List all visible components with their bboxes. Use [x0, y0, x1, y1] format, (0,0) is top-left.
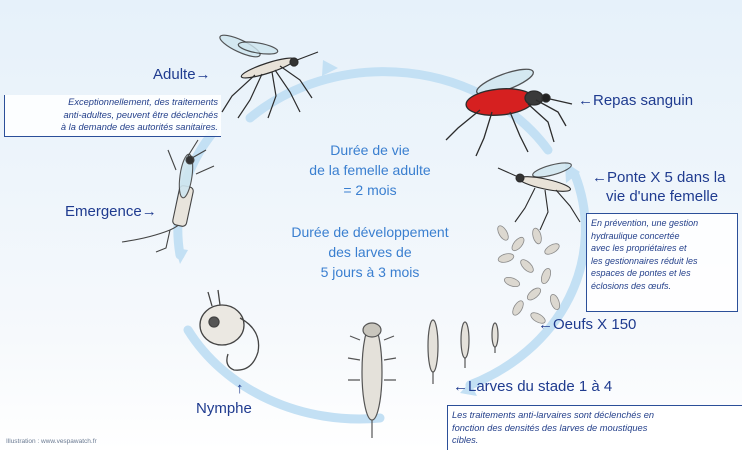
center-line-6: 5 jours à 3 mois: [260, 262, 480, 282]
center-line-3: = 2 mois: [270, 180, 470, 200]
stage-label-adult: Adulte→: [153, 66, 211, 83]
note-laying-line-2: hydraulique concertée: [591, 230, 733, 243]
note-adult-line-3: à la demande des autorités sanitaires.: [8, 121, 218, 134]
stage-label-blood-meal: ←Repas sanguin: [578, 92, 693, 109]
lifespan-text: Durée de vie de la femelle adulte = 2 mo…: [270, 140, 470, 200]
note-adult-treatment: Exceptionnellement, des traitements anti…: [4, 95, 221, 137]
stage-label-larvae: ←Larves du stade 1 à 4: [453, 378, 612, 395]
note-laying-line-1: En prévention, une gestion: [591, 217, 733, 230]
note-larvae-treatment: Les traitements anti-larvaires sont décl…: [447, 405, 742, 450]
note-larvae-line-2: fonction des densités des larves de mous…: [452, 422, 742, 435]
stage-label-emergence: Emergence→: [65, 203, 157, 220]
note-adult-line-2: anti-adultes, peuvent être déclenchés: [8, 109, 218, 122]
note-laying-line-6: éclosions des œufs.: [591, 280, 733, 293]
note-laying-line-4: les gestionnaires réduit les: [591, 255, 733, 268]
illustration-credit: Illustration : www.vespawatch.fr: [6, 438, 97, 445]
stage-label-nymph: Nymphe: [196, 400, 252, 417]
note-laying-line-5: espaces de pontes et les: [591, 267, 733, 280]
note-larvae-line-1: Les traitements anti-larvaires sont décl…: [452, 409, 742, 422]
center-line-5: des larves de: [260, 242, 480, 262]
laying-line-2: vie d'une femelle: [592, 187, 725, 206]
note-laying-prevention: En prévention, une gestion hydraulique c…: [586, 213, 738, 312]
eggs-icon: [496, 224, 562, 325]
note-adult-line-1: Exceptionnellement, des traitements: [8, 96, 218, 109]
development-text: Durée de développement des larves de 5 j…: [260, 222, 480, 282]
center-line-2: de la femelle adulte: [270, 160, 470, 180]
center-line-4: Durée de développement: [260, 222, 480, 242]
laying-line-1: ←Ponte X 5 dans la: [592, 168, 725, 187]
center-line-1: Durée de vie: [270, 140, 470, 160]
stage-label-eggs: ←Oeufs X 150: [538, 316, 636, 333]
nymph-up-arrow: ↑: [236, 380, 244, 397]
note-laying-line-3: avec les propriétaires et: [591, 242, 733, 255]
note-larvae-line-3: cibles.: [452, 434, 742, 447]
stage-label-laying: ←Ponte X 5 dans la vie d'une femelle: [592, 168, 725, 206]
